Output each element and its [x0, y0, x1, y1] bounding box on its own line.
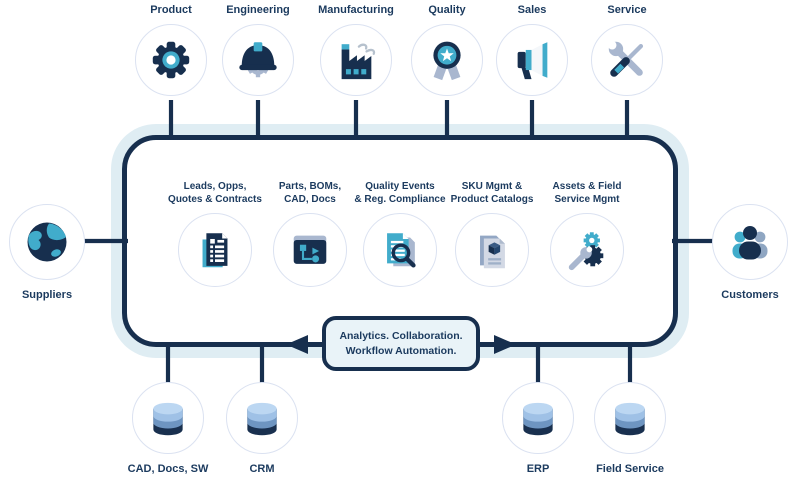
globe-icon — [9, 204, 85, 280]
node-label: Suppliers — [21, 289, 73, 301]
module-label: Leads, Opps, Quotes & Contracts — [168, 181, 262, 205]
node-label: ERP — [526, 463, 550, 475]
database-icon — [502, 382, 574, 454]
node-label: Customers — [721, 289, 779, 301]
node-sales: Sales — [472, 4, 592, 97]
gear-wrench-icon — [550, 213, 624, 287]
node-suppliers: Suppliers — [0, 204, 102, 302]
node-crm: CRM — [202, 382, 322, 476]
node-field-service: Field Service — [570, 382, 690, 476]
module-leads: Leads, Opps, Quotes & Contracts — [158, 181, 272, 287]
medal-icon — [411, 24, 483, 97]
database-icon — [594, 382, 666, 454]
factory-icon — [320, 24, 392, 97]
node-label: Sales — [517, 4, 547, 16]
node-label: CRM — [249, 463, 275, 475]
database-icon — [132, 382, 204, 454]
flowchart-icon — [273, 213, 347, 287]
node-engineering: Engineering — [198, 4, 318, 97]
module-label: Quality Events & Reg. Compliance — [354, 181, 446, 205]
node-label: Product — [150, 4, 192, 16]
module-label: Parts, BOMs, CAD, Docs — [278, 181, 342, 205]
node-label: Manufacturing — [318, 4, 394, 16]
module-assets-field-service: Assets & Field Service Mgmt — [530, 181, 644, 287]
node-label: Quality — [428, 4, 466, 16]
node-label: CAD, Docs, SW — [127, 463, 209, 475]
node-manufacturing: Manufacturing — [296, 4, 416, 97]
module-label: SKU Mgmt & Product Catalogs — [450, 181, 534, 205]
node-label: Service — [607, 4, 647, 16]
hardhat-icon — [222, 24, 294, 97]
node-erp: ERP — [478, 382, 598, 476]
node-label: Engineering — [226, 4, 290, 16]
module-label: Assets & Field Service Mgmt — [552, 181, 622, 205]
node-product: Product — [111, 4, 231, 97]
module-sku-mgmt: SKU Mgmt & Product Catalogs — [435, 181, 549, 287]
document-list-icon — [178, 213, 252, 287]
database-icon — [226, 382, 298, 454]
module-parts-boms: Parts, BOMs, CAD, Docs — [253, 181, 367, 287]
node-label: Field Service — [596, 463, 664, 475]
tools-icon — [591, 24, 663, 97]
document-cube-icon — [455, 213, 529, 287]
arrow-left-icon — [286, 335, 308, 354]
node-customers: Customers — [695, 204, 800, 302]
document-search-icon — [363, 213, 437, 287]
megaphone-icon — [496, 24, 568, 97]
node-cad-docs-sw: CAD, Docs, SW — [108, 382, 228, 476]
gear-icon — [135, 24, 207, 97]
node-service: Service — [567, 4, 687, 97]
arrow-right-icon — [494, 335, 516, 354]
node-quality: Quality — [387, 4, 507, 97]
customers-icon — [712, 204, 788, 280]
banner: Analytics. Collaboration. Workflow Autom… — [322, 316, 480, 371]
module-quality-events: Quality Events & Reg. Compliance — [343, 181, 457, 287]
